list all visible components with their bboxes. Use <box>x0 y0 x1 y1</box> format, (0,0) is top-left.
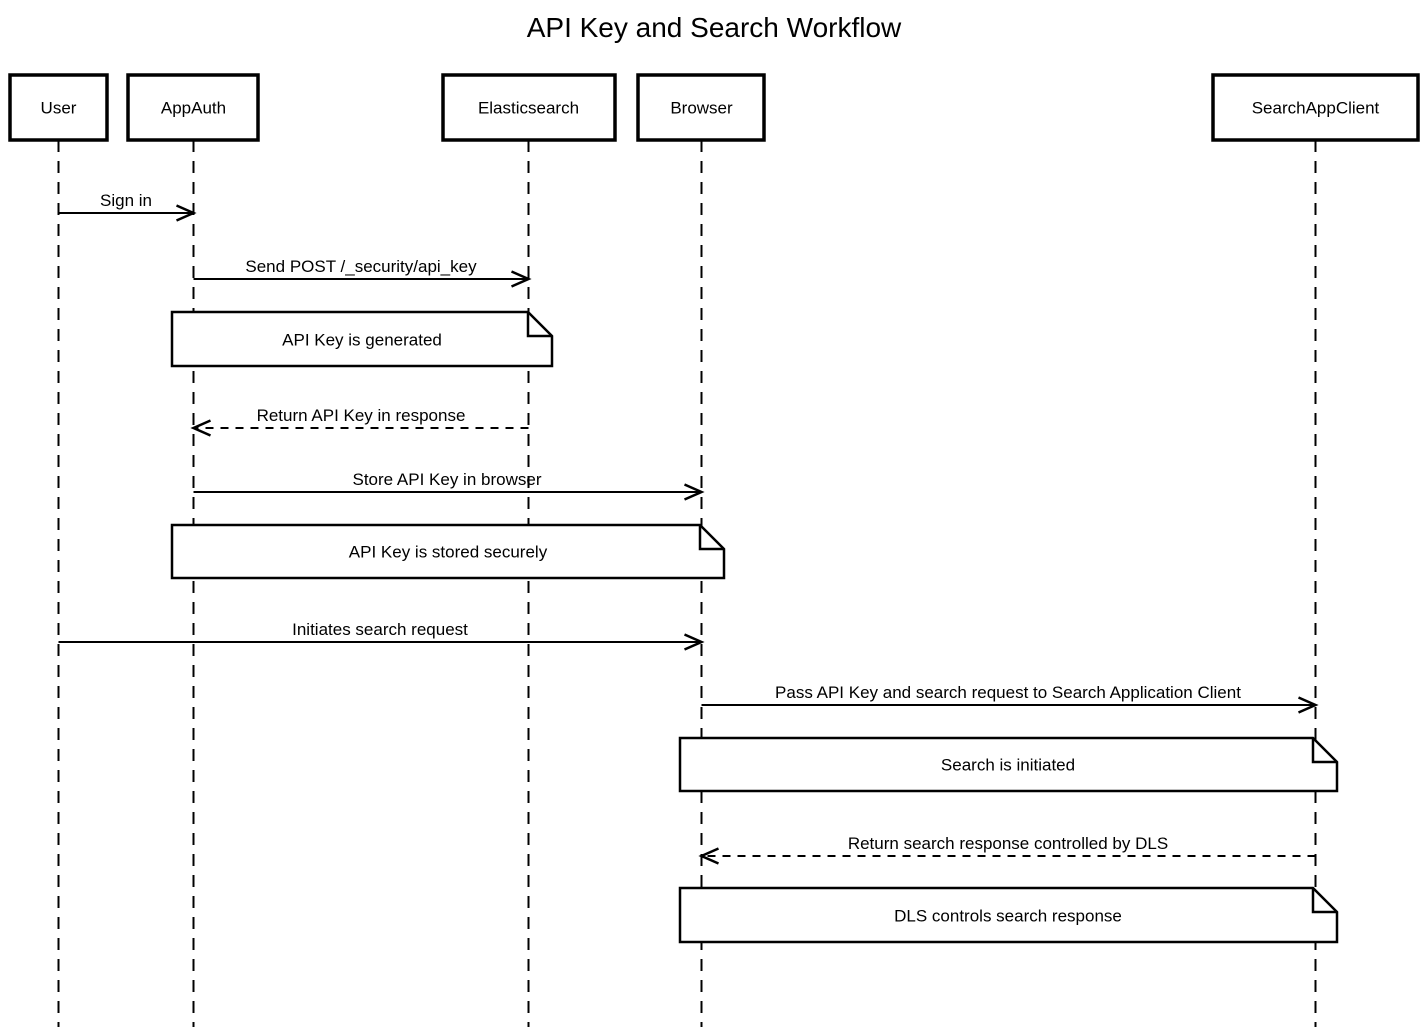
note-fold-icon <box>1311 888 1337 914</box>
note-fold-icon <box>526 312 552 338</box>
actor-searchappclient: SearchAppClient <box>1211 73 1420 142</box>
arrowhead-right-icon <box>683 633 705 651</box>
actor-browser: Browser <box>636 73 766 142</box>
message-store-api-key: Store API Key in browser <box>193 470 705 501</box>
actor-label-searchappclient: SearchAppClient <box>1252 99 1380 118</box>
note-box <box>678 736 1339 793</box>
note-fold-icon <box>1311 738 1337 764</box>
actor-label-browser: Browser <box>670 99 733 118</box>
arrowhead-right-icon <box>175 204 197 222</box>
actor-appauth: AppAuth <box>126 73 260 142</box>
note-dls-controls: DLS controls search response <box>678 886 1339 944</box>
message-label: Initiates search request <box>292 620 468 639</box>
note-box <box>170 310 554 368</box>
actor-box-user <box>8 73 109 142</box>
arrowhead-right-icon <box>510 270 532 288</box>
actor-label-appauth: AppAuth <box>161 99 226 118</box>
message-label: Sign in <box>100 191 152 210</box>
actor-label-elasticsearch: Elasticsearch <box>478 99 579 118</box>
note-label: API Key is stored securely <box>349 543 548 562</box>
arrowhead-right-icon <box>1297 696 1319 714</box>
arrowhead-left-icon <box>190 419 212 437</box>
note-label: DLS controls search response <box>894 907 1122 926</box>
actor-box-elasticsearch <box>441 73 617 142</box>
message-pass-api-key: Pass API Key and search request to Searc… <box>701 683 1319 714</box>
actor-box-browser <box>636 73 766 142</box>
note-box <box>678 886 1339 944</box>
actor-elasticsearch: Elasticsearch <box>441 73 617 142</box>
message-label: Send POST /_security/api_key <box>245 257 477 276</box>
note-fold-icon <box>698 525 724 551</box>
message-return-api-key: Return API Key in response <box>190 406 529 437</box>
note-search-initiated: Search is initiated <box>678 736 1339 793</box>
note-api-key-generated: API Key is generated <box>170 310 554 368</box>
actor-label-user: User <box>41 99 77 118</box>
actor-box-searchappclient <box>1211 73 1420 142</box>
actor-box-appauth <box>126 73 260 142</box>
message-return-search-response: Return search response controlled by DLS <box>698 834 1316 865</box>
note-api-key-stored: API Key is stored securely <box>170 523 726 580</box>
diagram-title: API Key and Search Workflow <box>527 12 902 43</box>
message-initiates-search: Initiates search request <box>58 620 705 651</box>
note-label: API Key is generated <box>282 331 442 350</box>
actor-user: User <box>8 73 109 142</box>
message-send-post-api-key: Send POST /_security/api_key <box>193 257 532 288</box>
arrowhead-right-icon <box>683 483 705 501</box>
message-sign-in: Sign in <box>58 191 197 222</box>
message-label: Store API Key in browser <box>353 470 542 489</box>
message-label: Pass API Key and search request to Searc… <box>775 683 1241 702</box>
note-label: Search is initiated <box>941 756 1075 775</box>
arrowhead-left-icon <box>698 847 720 865</box>
message-label: Return search response controlled by DLS <box>848 834 1168 853</box>
note-box <box>170 523 726 580</box>
message-label: Return API Key in response <box>257 406 466 425</box>
